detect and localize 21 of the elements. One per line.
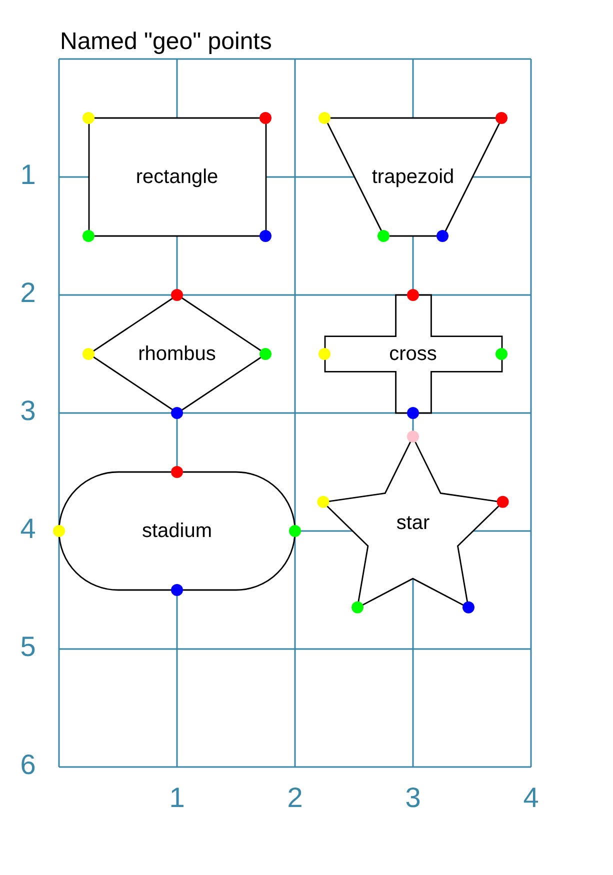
y-tick-label: 6 (19, 751, 37, 779)
trapezoid-shape (324, 118, 502, 236)
shape-label: trapezoid (372, 167, 454, 187)
x-tick-label: 1 (168, 784, 186, 812)
y-tick-label: 2 (19, 279, 37, 307)
cross-shape (324, 295, 502, 413)
x-tick-label: 4 (522, 784, 540, 812)
shape-label: rhombus (138, 344, 216, 364)
y-tick-label: 4 (19, 515, 37, 543)
shape-label: star (396, 512, 430, 533)
shape-label: rectangle (136, 167, 218, 187)
stadium-shape (59, 472, 295, 590)
rectangle-shape (88, 118, 266, 236)
chart-title: Named "geo" points (60, 30, 272, 54)
x-tick-label: 3 (404, 784, 422, 812)
shape-label: cross (389, 344, 437, 364)
y-tick-label: 3 (19, 397, 37, 425)
x-tick-label: 2 (286, 784, 304, 812)
y-tick-label: 5 (19, 633, 37, 661)
y-tick-label: 1 (19, 161, 37, 189)
shape-label: stadium (142, 521, 212, 541)
